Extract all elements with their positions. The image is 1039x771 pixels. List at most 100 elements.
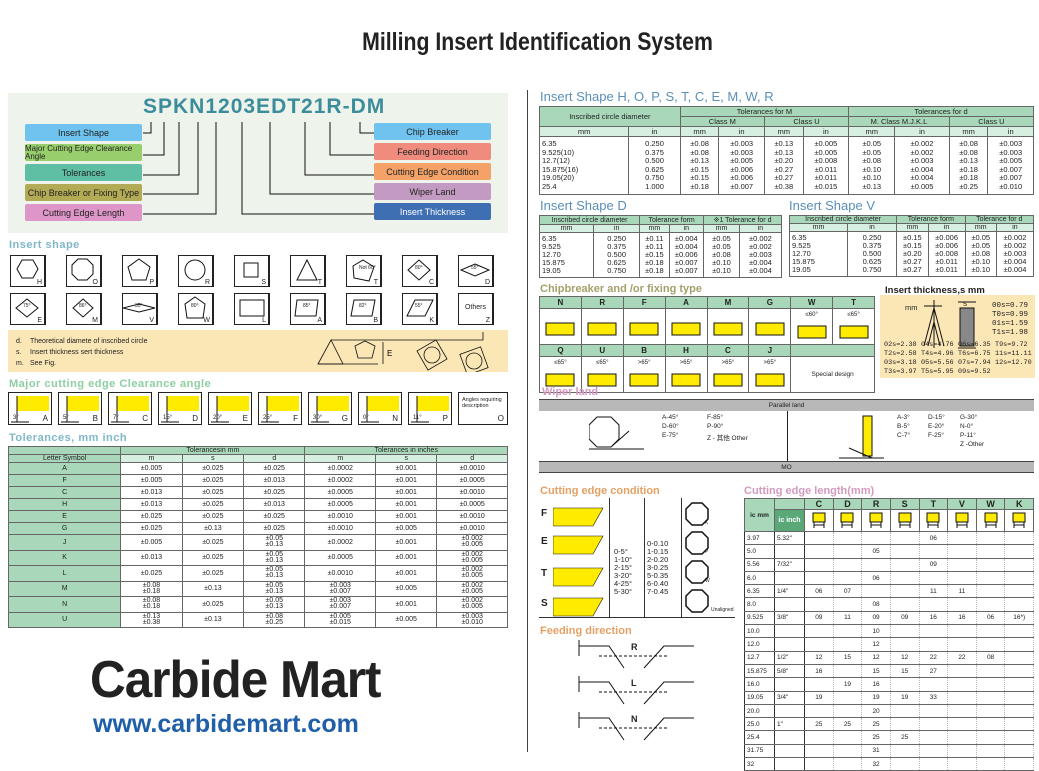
cell-value: ±0.003 bbox=[910, 156, 934, 165]
table-cell: ±0.001 bbox=[374, 498, 438, 511]
cell-value: ±0.18 bbox=[644, 258, 664, 267]
table-cell bbox=[804, 544, 834, 559]
cell-value: 9.525 bbox=[792, 241, 811, 250]
table-cell: mm bbox=[789, 223, 848, 232]
table-cell: ±0.05 ±0.13 bbox=[243, 549, 306, 566]
clearance-letter: B bbox=[92, 414, 98, 423]
table-cell bbox=[832, 730, 863, 745]
table-cell: 31 bbox=[861, 743, 891, 759]
table-cell: 06 bbox=[861, 570, 891, 586]
thickness-value: T1s=1.98 bbox=[992, 329, 1029, 337]
table-cell bbox=[804, 557, 834, 572]
thickness-value: 01s=1.59 bbox=[992, 320, 1029, 328]
table-cell bbox=[861, 557, 891, 572]
cell-value: ±0.011 bbox=[935, 257, 958, 266]
cell-value: ±0.003 bbox=[730, 139, 754, 148]
cell-value: ±0.004 bbox=[1003, 257, 1027, 266]
mo-header: MO bbox=[539, 461, 1034, 473]
table-cell bbox=[774, 743, 805, 759]
insert-shape-v: 35°V bbox=[122, 293, 158, 325]
insert-shape-s: S bbox=[234, 255, 270, 287]
table-cell: L bbox=[7, 565, 122, 582]
thickness-value: 07s=7.94 bbox=[958, 359, 991, 367]
cell-value: 19.05(20) bbox=[542, 173, 575, 182]
table-cell: 22 bbox=[918, 650, 949, 665]
thickness-value: 05s=5.56 bbox=[921, 359, 954, 367]
tag-cutting-edge-condition: Cutting Edge Condition bbox=[374, 163, 491, 180]
thickness-value: 06s=6.35 bbox=[958, 341, 991, 349]
parallel-land-header: Parallel land bbox=[539, 399, 1034, 411]
table-cell bbox=[947, 597, 977, 612]
table-cell: ±0.025 bbox=[181, 462, 245, 475]
cell-value: ±0.25 bbox=[959, 181, 978, 191]
chip-g-icon bbox=[755, 322, 785, 335]
table-cell: 19 bbox=[832, 677, 863, 692]
cell-value: ±0.005 bbox=[814, 139, 838, 148]
table-cell bbox=[918, 624, 949, 639]
cell-value: ±0.13 bbox=[959, 156, 978, 165]
cell-value: 15.875 bbox=[792, 257, 815, 266]
clearance-angle: 7° bbox=[113, 415, 119, 421]
cell-value: ±0.002 bbox=[910, 147, 934, 157]
cell-value: ±0.18 bbox=[644, 266, 664, 275]
table-cell bbox=[889, 530, 920, 546]
shape-letter: E bbox=[37, 317, 42, 324]
wiper-angle: P-90° bbox=[707, 423, 724, 430]
table-cell bbox=[804, 570, 834, 586]
hone-3: Unaligned bbox=[685, 589, 734, 615]
tag-tolerances: Tolerances bbox=[25, 164, 142, 181]
cell-value: ±0.05 bbox=[862, 139, 882, 148]
cell-value: ±0.10 bbox=[712, 266, 731, 275]
table-cell: ±0.0005 bbox=[304, 549, 376, 566]
clearance-c: 7°C bbox=[108, 392, 152, 425]
table-cell: Class M bbox=[679, 116, 765, 127]
table-cell bbox=[889, 509, 920, 532]
table-cell bbox=[975, 663, 1006, 679]
insert-shape-r: R bbox=[178, 255, 214, 287]
chip-c-cell: >65° bbox=[706, 356, 750, 393]
table-cell bbox=[975, 677, 1006, 692]
table-cell: mm bbox=[538, 126, 630, 137]
clearance-letter: G bbox=[341, 414, 348, 423]
table-cell bbox=[975, 703, 1006, 719]
chip-n-icon bbox=[545, 322, 575, 335]
edge-angle: 3-20° bbox=[614, 571, 633, 580]
table-cell: ±0.005 bbox=[120, 474, 183, 487]
cell-value: 0.500 bbox=[607, 250, 627, 259]
brand-url[interactable]: www.carbidemart.com bbox=[93, 710, 359, 738]
clearance-angle: 11° bbox=[413, 415, 422, 421]
table-cell: ±0.05 ±0.13 bbox=[243, 580, 306, 597]
table-cell: 16*) bbox=[1004, 610, 1034, 626]
table-cell bbox=[774, 498, 805, 510]
table-cell bbox=[889, 557, 920, 572]
table-cell bbox=[1004, 677, 1034, 692]
edge-length-heading: Cutting edge length(mm) bbox=[744, 485, 875, 497]
table-cell bbox=[1004, 624, 1034, 639]
shape-letter: T bbox=[317, 279, 322, 286]
chip-angle: >65° bbox=[721, 359, 735, 366]
cell-value: ±0.08 bbox=[862, 156, 882, 165]
cell-value: 12.70 bbox=[792, 249, 811, 258]
table-cell: mm bbox=[896, 223, 929, 232]
table-cell: ±0.0010 bbox=[304, 565, 376, 582]
table-cell: m bbox=[120, 454, 183, 463]
table-cell bbox=[832, 597, 863, 612]
thickness-value: 04s=4.76 bbox=[921, 341, 954, 349]
table-cell bbox=[832, 637, 863, 652]
tag-insert-thickness: Insert Thickness bbox=[374, 203, 491, 220]
table-row: G±0.025±0.13±0.025±0.0010±0.005±0.0010 bbox=[7, 522, 508, 535]
example-code: SPKN1203EDT21R-DM bbox=[143, 95, 386, 118]
table-cell: ±0.0010 bbox=[436, 510, 508, 523]
shape-t-icon bbox=[296, 258, 318, 281]
table-cell: G bbox=[748, 296, 792, 309]
table-cell bbox=[774, 677, 805, 692]
cell-value: ±0.005 bbox=[814, 147, 838, 157]
